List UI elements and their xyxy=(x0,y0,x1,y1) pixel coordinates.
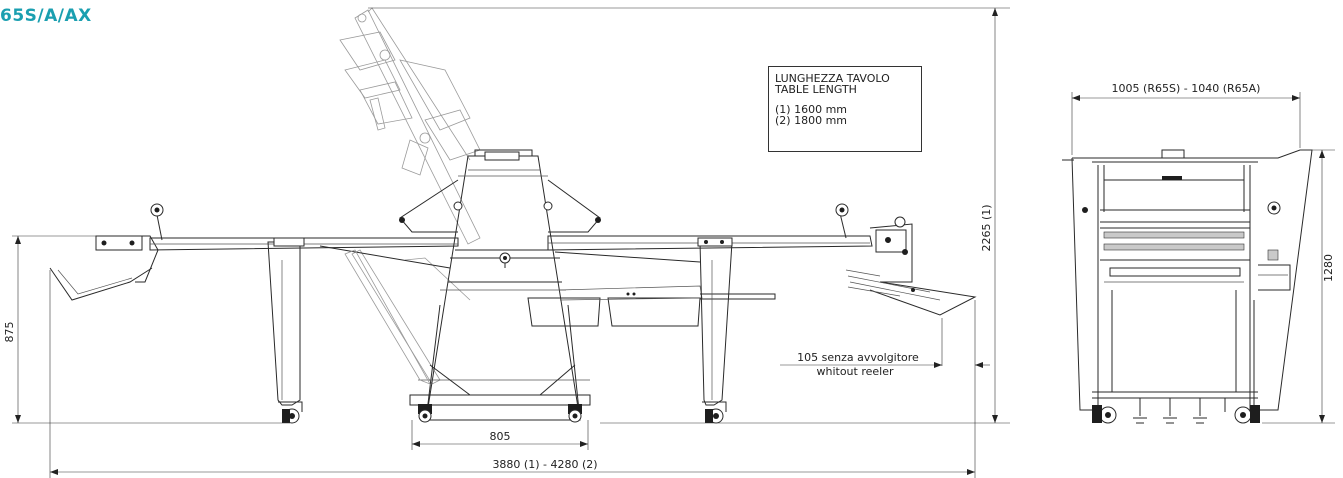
table-beam xyxy=(149,235,873,269)
note-line-4: (2) 1800 mm xyxy=(775,114,847,127)
table-height-label: 875 xyxy=(3,322,16,343)
frame-width-label: 805 xyxy=(490,430,511,443)
side-view: 1005 (R65S) - 1040 (R65A) 1280 xyxy=(1062,82,1335,424)
note-line-3: (1) 1600 mm xyxy=(775,103,847,116)
flour-trays xyxy=(527,285,776,327)
model-title: 65S/A/AX xyxy=(0,6,92,26)
central-frame xyxy=(344,149,601,423)
table-length-note: LUNGHEZZA TAVOLO TABLE LENGTH (1) 1600 m… xyxy=(768,66,922,152)
height-max-label: 2265 (1) xyxy=(980,204,993,251)
reeler-note-line2: whitout reeler xyxy=(816,365,893,378)
note-line-2: TABLE LENGTH xyxy=(775,83,857,96)
note-line-1: LUNGHEZZA TAVOLO xyxy=(775,72,890,85)
right-leg xyxy=(697,237,733,424)
front-dimensions xyxy=(12,7,1010,478)
front-view: 2265 (1) 875 805 3880 (1) - 4280 (2) 105… xyxy=(3,7,1010,478)
folded-table-ghost xyxy=(339,7,481,385)
front-dimension-labels: 2265 (1) 875 805 3880 (1) - 4280 (2) 105… xyxy=(3,204,993,471)
side-height-label: 1280 xyxy=(1322,254,1335,282)
left-tray xyxy=(49,203,164,301)
total-length-label: 3880 (1) - 4280 (2) xyxy=(492,458,597,471)
right-tray-reeler xyxy=(835,203,977,316)
reeler-note-line1: 105 senza avvolgitore xyxy=(797,351,919,364)
side-width-label: 1005 (R65S) - 1040 (R65A) xyxy=(1112,82,1261,95)
left-leg xyxy=(267,237,305,424)
